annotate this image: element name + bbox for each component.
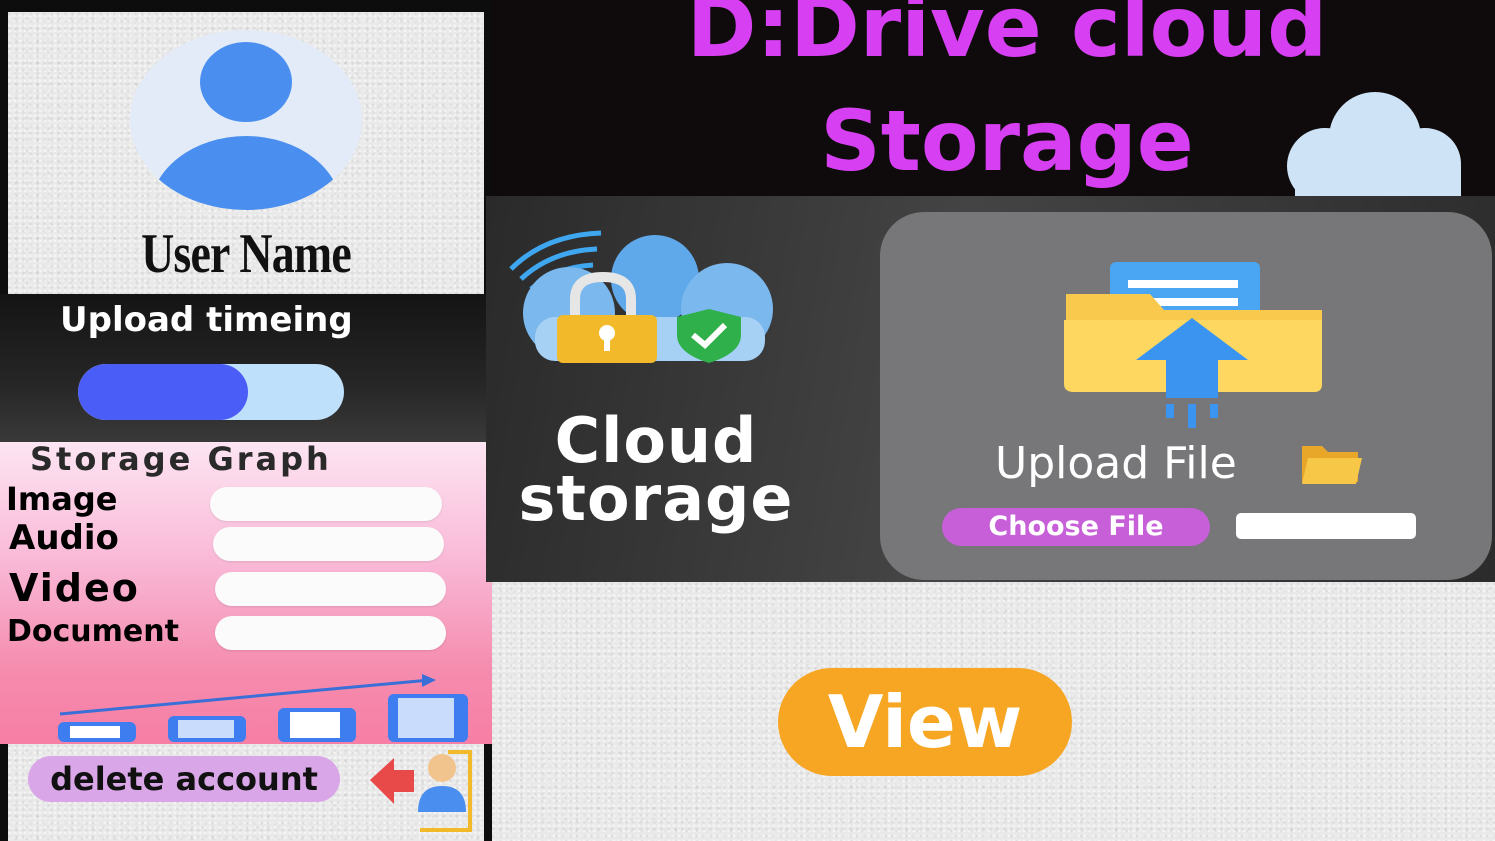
cloud-icon (1287, 92, 1461, 196)
user-avatar-icon[interactable] (130, 30, 362, 210)
delete-account-button[interactable]: delete account (28, 756, 340, 802)
storage-graph-title: Storage Graph (30, 440, 332, 478)
app-title-line1: D:Drive cloud (686, 0, 1328, 76)
upload-file-label: Upload File (995, 438, 1237, 489)
category-bar-document (215, 616, 446, 650)
upload-progress-bar (78, 364, 344, 420)
folder-upload-icon (1064, 262, 1322, 428)
app-title-line2: Storage (820, 92, 1194, 190)
category-bar-audio (213, 527, 444, 561)
upload-timing-label: Upload timeing (60, 300, 353, 340)
category-label-video: Video (9, 566, 140, 610)
cloud-lock-shield-icon (509, 230, 773, 363)
user-remove-icon[interactable] (368, 746, 480, 838)
file-name-field[interactable] (1236, 513, 1416, 539)
category-label-document: Document (7, 614, 179, 649)
cloud-label-line1: Cloud (554, 404, 758, 477)
view-button[interactable]: View (778, 668, 1072, 776)
cloud-storage-label: Cloud storage (496, 404, 816, 535)
folder-icon (1300, 440, 1362, 490)
cloud-label-line2: storage (518, 462, 794, 535)
upload-progress-fill (78, 364, 249, 420)
category-bar-image (210, 487, 442, 521)
category-label-audio: Audio (9, 518, 119, 558)
user-name: User Name (141, 223, 352, 285)
category-label-image: Image (6, 480, 118, 518)
category-bar-video (215, 572, 446, 606)
choose-file-button[interactable]: Choose File (942, 508, 1210, 546)
growth-bar-chart-icon (58, 674, 468, 742)
